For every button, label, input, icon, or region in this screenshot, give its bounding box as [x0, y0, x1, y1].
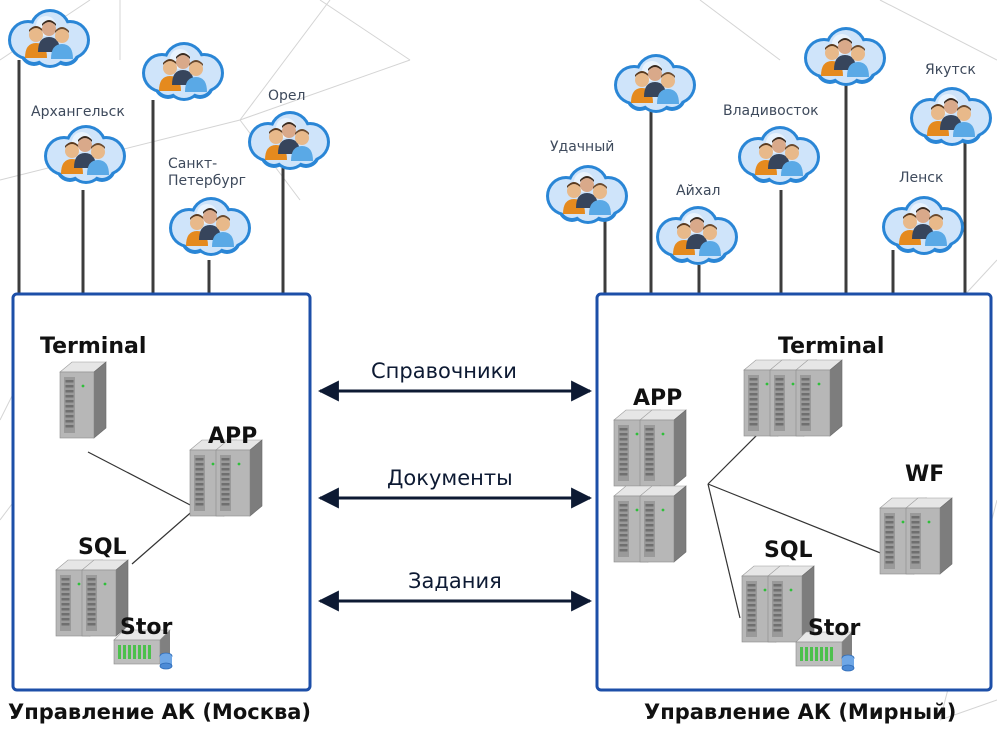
users-cloud-icon [546, 165, 628, 224]
users-cloud-icon [738, 126, 820, 185]
moscow-connections [87, 451, 197, 565]
link-label-tasks: Задания [408, 569, 502, 593]
server-label-stor: Stor [120, 615, 173, 640]
site-label-lensk: Ленск [899, 170, 944, 186]
users-cloud-icon [248, 111, 330, 170]
terminal-server-icon [59, 361, 107, 439]
mirny-title: Управление АК (Мирный) [644, 700, 957, 724]
link-label-documents: Документы [387, 466, 513, 490]
server-label-app: APP [208, 424, 258, 449]
app-server-icon [639, 485, 687, 563]
mirny-site-links [603, 80, 967, 294]
server-label-sql: SQL [78, 535, 127, 560]
users-cloud-icon [614, 54, 696, 113]
site-label-spb: Санкт- Петербург [168, 156, 246, 189]
moscow-site-links [17, 60, 285, 294]
server-label-sql: SQL [764, 538, 813, 563]
server-label-terminal: Terminal [40, 334, 147, 359]
users-cloud-icon [910, 87, 992, 146]
site-label-aikhal: Айхал [676, 183, 721, 199]
site-label-udachny: Удачный [550, 139, 615, 155]
users-cloud-icon [142, 42, 224, 101]
moscow-title: Управление АК (Москва) [8, 700, 312, 724]
app-server-icon [639, 409, 687, 487]
link-arrows [317, 380, 593, 612]
server-label-app: APP [633, 386, 683, 411]
wf-server-icon [905, 497, 953, 575]
site-label-yakutsk: Якутск [925, 62, 976, 78]
server-label-terminal: Terminal [778, 334, 885, 359]
terminal-server-icon [795, 359, 843, 437]
link-label-reference: Справочники [371, 359, 517, 383]
users-cloud-icon [169, 197, 251, 256]
users-cloud-icon [804, 27, 886, 86]
users-cloud-icon [882, 196, 964, 255]
server-label-stor: Stor [808, 616, 861, 641]
site-label-arkhangelsk: Архангельск [31, 104, 125, 120]
site-label-orel: Орел [268, 88, 306, 104]
app-server-icon [215, 439, 263, 517]
mirny-box [595, 292, 993, 692]
users-cloud-icon [656, 206, 738, 265]
users-cloud-icon [44, 125, 126, 184]
site-label-vladivostok: Владивосток [723, 103, 819, 119]
server-label-wf: WF [905, 462, 945, 487]
users-cloud-icon [8, 9, 90, 68]
